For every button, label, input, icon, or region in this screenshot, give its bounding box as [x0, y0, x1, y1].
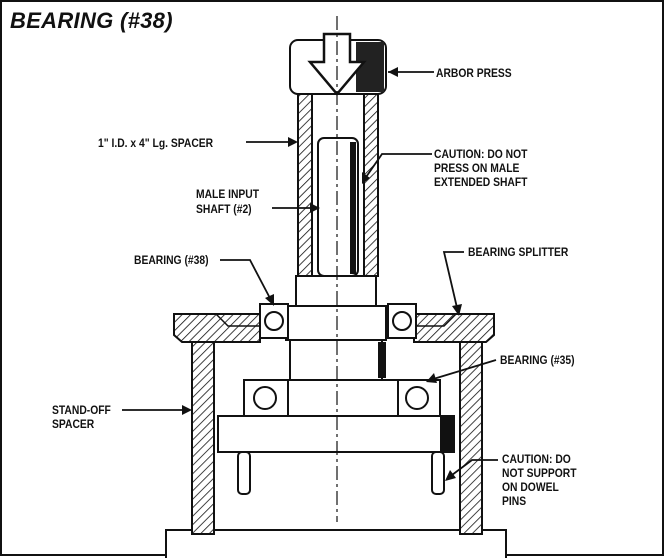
label-male-input-line2: SHAFT (#2)	[196, 202, 252, 216]
label-arbor-press: ARBOR PRESS	[436, 66, 512, 80]
label-caution-press-line2: PRESS ON MALE	[434, 161, 520, 175]
label-male-input-line1: MALE INPUT	[196, 187, 260, 201]
leader-bearing-splitter-head	[452, 304, 462, 316]
label-caution-dowel-line2: NOT SUPPORT	[502, 466, 577, 480]
standoff-spacer-left-wall	[191, 341, 215, 535]
spacer-tube-left-wall	[297, 91, 313, 277]
bearing-35-right-ball	[405, 386, 429, 410]
label-caution-press-line1: CAUTION: DO NOT	[434, 147, 528, 161]
label-bearing-splitter: BEARING SPLITTER	[468, 245, 569, 259]
leader-bearing38	[220, 259, 273, 303]
label-caution-dowel-line1: CAUTION: DO	[502, 452, 571, 466]
splitter-right-notch	[414, 313, 457, 327]
leader-caution-press	[363, 153, 432, 181]
press-force-arrow	[307, 32, 367, 96]
bearing-splitter-right	[413, 313, 495, 343]
dowel-pin-left	[237, 451, 251, 495]
bearing-38-right-ball	[392, 311, 412, 331]
label-caution-dowel-line4: PINS	[502, 494, 527, 508]
shaft-upper-collar	[295, 275, 377, 307]
splitter-left-notch	[215, 313, 260, 327]
bearing-38-left-ball	[264, 311, 284, 331]
leader-bearing35-head	[426, 373, 437, 383]
leader-bearing-splitter	[442, 251, 464, 313]
leader-caution-press-head	[362, 172, 370, 184]
label-standoff-line1: STAND-OFF	[52, 403, 111, 417]
male-input-shaft-shade	[350, 142, 356, 274]
leader-caution-dowel-head	[445, 470, 456, 481]
label-bearing-35: BEARING (#35)	[500, 353, 575, 367]
spacer-tube-right-wall	[363, 91, 379, 277]
shaft-inner-hub	[287, 379, 399, 417]
label-spacer: 1" I.D. x 4" Lg. SPACER	[98, 136, 214, 150]
shaft-middle-body	[285, 305, 387, 341]
base-plate	[165, 529, 507, 558]
label-caution-dowel-line3: ON DOWEL	[502, 480, 559, 494]
leader-caution-dowel	[447, 459, 498, 479]
leader-male-input-head	[310, 203, 320, 213]
diagram-title: BEARING (#38)	[10, 8, 173, 33]
leader-arbor-press-head	[388, 67, 398, 77]
label-bearing-38: BEARING (#38)	[134, 253, 209, 267]
leader-bearing35	[429, 359, 497, 381]
leader-spacer-head	[288, 137, 298, 147]
shaft-shadow-right	[378, 342, 386, 378]
dowel-pin-right	[431, 451, 445, 495]
shaft-lower-body	[289, 339, 383, 381]
flange-plate	[217, 415, 455, 453]
bearing-35-left-ball	[253, 386, 277, 410]
flange-shadow	[440, 416, 454, 452]
label-standoff-line2: SPACER	[52, 417, 95, 431]
label-caution-press-line3: EXTENDED SHAFT	[434, 175, 528, 189]
leader-bearing38-head	[265, 294, 274, 306]
bearing-splitter-left	[173, 313, 261, 343]
leader-standoff-head	[182, 405, 192, 415]
